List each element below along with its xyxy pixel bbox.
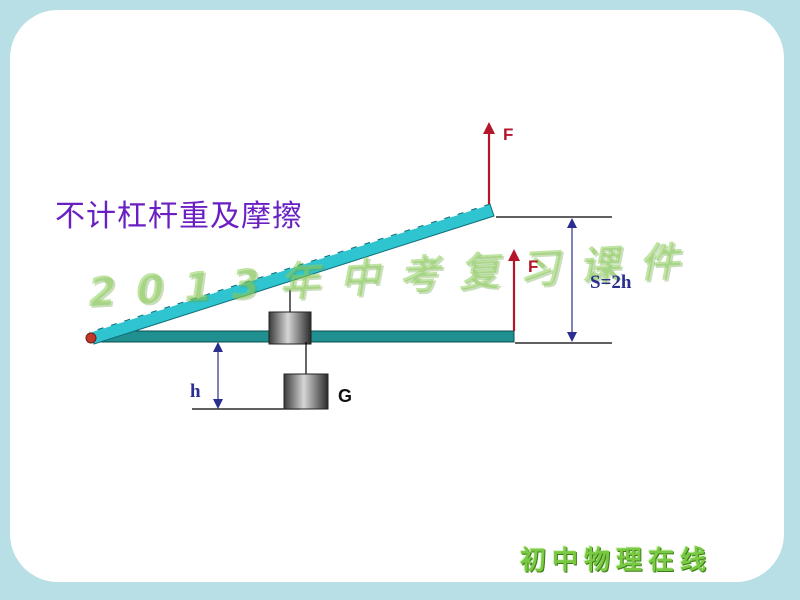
force-label-bottom: F <box>528 257 539 276</box>
force-label-top: F <box>503 125 514 144</box>
height-label: h <box>190 381 201 402</box>
pivot-icon <box>85 332 97 344</box>
brand-logo: 初中物理在线 <box>520 546 713 576</box>
slide-frame <box>10 10 784 582</box>
distance-label: S=2h <box>590 272 632 293</box>
weight-label: G <box>338 386 353 406</box>
weight-raised <box>268 311 312 345</box>
distance-arrowhead-up-icon <box>567 218 577 228</box>
weight-lower <box>283 373 329 410</box>
force-arrowhead-top-icon <box>483 122 495 134</box>
force-arrowhead-bottom-icon <box>508 249 520 261</box>
height-arrowhead-down-icon <box>213 399 223 409</box>
distance-arrowhead-down-icon <box>567 332 577 342</box>
condition-text: 不计杠杆重及摩擦 <box>55 199 303 234</box>
height-arrowhead-up-icon <box>213 342 223 352</box>
